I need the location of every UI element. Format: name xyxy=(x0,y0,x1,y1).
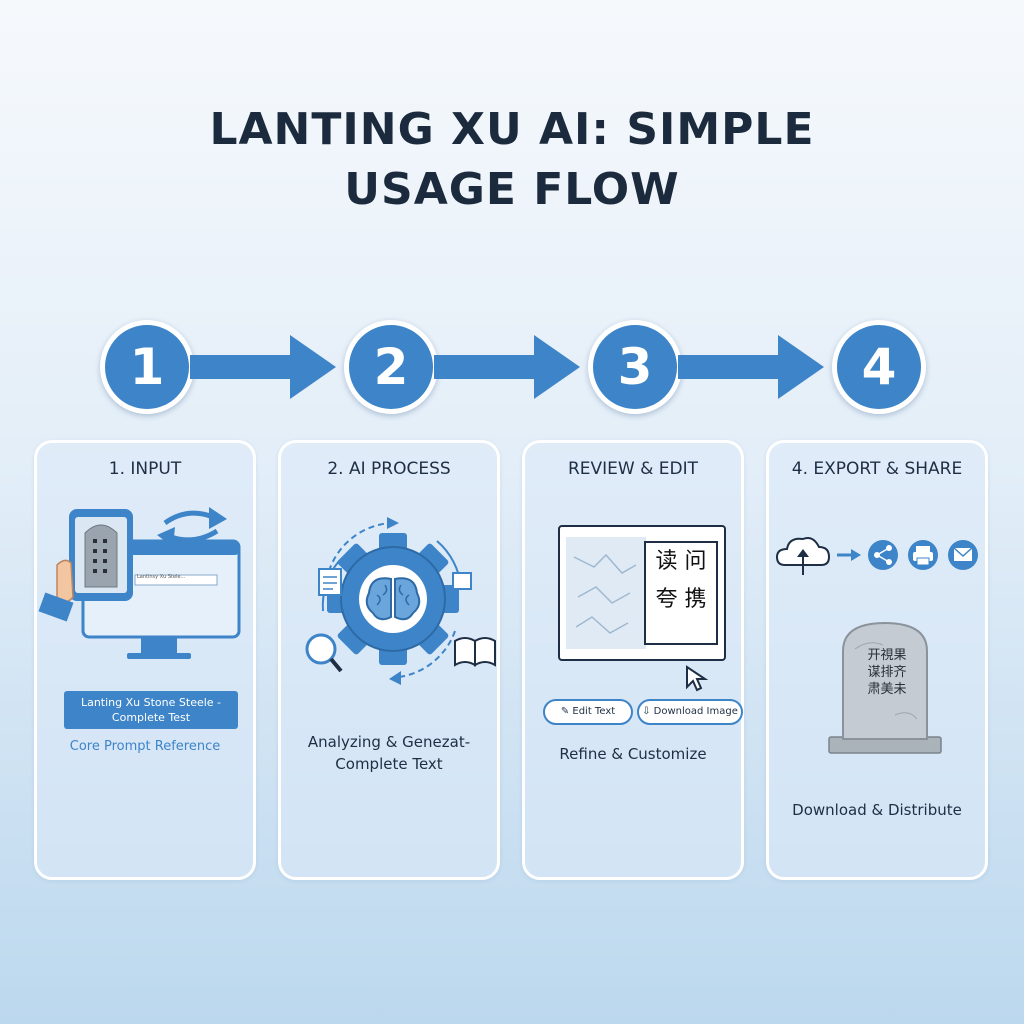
stele-char-8: 美 xyxy=(880,682,894,697)
flow-arrow-3-icon xyxy=(678,335,824,399)
card-review-edit-caption: Refine & Customize xyxy=(559,745,707,763)
card-ai-process-caption-line-1: Analyzing & Genezat- xyxy=(307,733,471,751)
download-image-button[interactable]: ⇩ Download Image xyxy=(637,699,743,725)
core-prompt-link[interactable]: Core Prompt Reference xyxy=(69,739,221,754)
edit-text-button[interactable]: ✎ Edit Text xyxy=(543,699,633,725)
magnifier-icon xyxy=(305,633,343,673)
stele-char-6: 齐 xyxy=(893,665,907,680)
card-ai-process-caption-line-2: Complete Text xyxy=(335,755,443,773)
printer-icon xyxy=(908,540,938,570)
card-ai-process-title: 2. AI PROCESS xyxy=(327,459,451,479)
char-4: 携 xyxy=(684,587,707,612)
stele-char-9: 未 xyxy=(893,682,907,697)
stele-text-button-line-2: Complete Test xyxy=(111,711,191,724)
page-title: LANTING XU AI: SIMPLE USAGE FLOW xyxy=(0,100,1024,220)
edit-text-label: Edit Text xyxy=(572,706,616,717)
transcribed-text-panel: 读 问 夸 携 xyxy=(644,541,718,645)
stele-inscription: 开視果 谋排齐 肃美未 xyxy=(862,647,912,698)
share-options-icons xyxy=(775,537,978,575)
original-image-preview xyxy=(566,537,646,649)
stone-stele-icon xyxy=(828,621,942,754)
step-2-circle: 2 xyxy=(344,320,438,414)
char-2: 问 xyxy=(684,549,707,574)
stele-char-4: 谋 xyxy=(867,665,881,680)
card-ai-process-caption: Analyzing & Genezat- Complete Text xyxy=(281,731,497,775)
stele-char-2: 視 xyxy=(880,648,894,663)
stele-text-button-line-1: Lanting Xu Stone Steele - xyxy=(80,696,222,709)
card-export-share: 4. EXPORT & SHARE xyxy=(766,440,988,880)
step-4-circle: 4 xyxy=(832,320,926,414)
preview-window: 读 问 夸 携 xyxy=(558,525,726,661)
card-input-title: 1. INPUT xyxy=(108,459,182,479)
gear-brain-icon xyxy=(305,517,496,685)
step-3-circle: 3 xyxy=(588,320,682,414)
share-icon xyxy=(868,540,898,570)
cloud-upload-icon xyxy=(775,537,831,575)
stele-char-5: 排 xyxy=(880,665,894,680)
card-input: 1. INPUT Lantinsy Xu Stele... La xyxy=(34,440,256,880)
step-1-circle: 1 xyxy=(100,320,194,414)
card-review-edit-title: REVIEW & EDIT xyxy=(567,459,699,479)
search-input[interactable]: Lantinsy Xu Stele... xyxy=(137,574,186,580)
char-1: 读 xyxy=(655,549,678,574)
card-ai-process: 2. AI PROCESS xyxy=(278,440,500,880)
document-icon xyxy=(318,568,342,596)
title-line-2: USAGE FLOW xyxy=(344,164,680,215)
mail-icon xyxy=(948,540,978,570)
book-icon xyxy=(454,637,496,667)
char-3: 夸 xyxy=(655,587,678,612)
edit-pencil-icon: ✎ xyxy=(560,706,573,717)
download-icon: ⇩ xyxy=(642,706,654,717)
card-export-share-caption: Download & Distribute xyxy=(792,801,962,819)
card-review-edit: REVIEW & EDIT 读 问 夸 携 ✎ Edit Text ⇩ Down… xyxy=(522,440,744,880)
swap-arrows-icon xyxy=(157,507,227,547)
tablet-stele-icon xyxy=(38,507,241,659)
stele-char-3: 果 xyxy=(893,648,907,663)
stele-text-button[interactable]: Lanting Xu Stone Steele - Complete Test xyxy=(64,691,238,729)
title-line-1: LANTING XU AI: SIMPLE xyxy=(209,104,815,155)
flow-arrow-2-icon xyxy=(434,335,580,399)
download-image-label: Download Image xyxy=(653,706,738,717)
card-export-share-title: 4. EXPORT & SHARE xyxy=(791,459,963,479)
cursor-icon xyxy=(686,665,709,692)
flow-arrow-1-icon xyxy=(190,335,336,399)
stele-char-7: 肃 xyxy=(867,682,881,697)
stele-char-1: 开 xyxy=(867,648,881,663)
